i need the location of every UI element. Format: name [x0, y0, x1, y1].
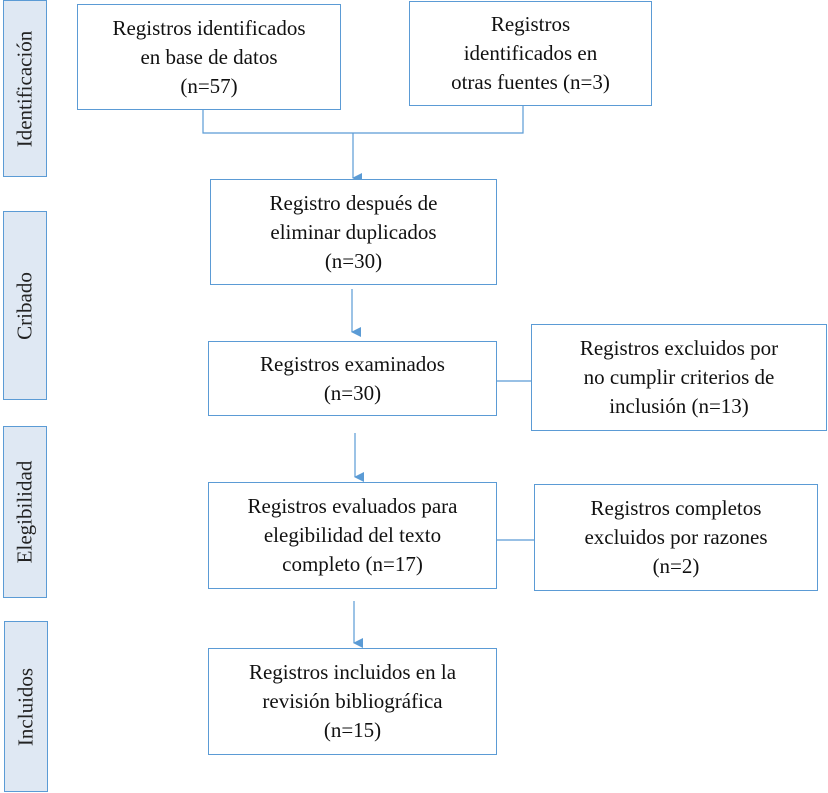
phase-identificacion: Identificación	[3, 0, 47, 177]
merge-connector	[202, 105, 524, 134]
box-incluidos: Registros incluidos en la revisión bibli…	[208, 648, 497, 755]
phase-cribado: Cribado	[3, 211, 47, 400]
box-base-datos: Registros identificados en base de datos…	[77, 4, 341, 110]
box-otras-fuentes: Registros identificados en otras fuentes…	[409, 1, 652, 106]
phase-incluidos: Incluidos	[4, 621, 48, 792]
box-excluidos-criterios: Registros excluidos por no cumplir crite…	[531, 324, 827, 431]
phase-elegibilidad: Elegibilidad	[3, 426, 47, 598]
box-excluidos-razones: Registros completos excluidos por razone…	[534, 484, 818, 591]
box-sin-duplicados: Registro después de eliminar duplicados …	[210, 179, 497, 285]
box-examinados: Registros examinados (n=30)	[208, 341, 497, 416]
box-evaluados: Registros evaluados para elegibilidad de…	[208, 482, 497, 589]
